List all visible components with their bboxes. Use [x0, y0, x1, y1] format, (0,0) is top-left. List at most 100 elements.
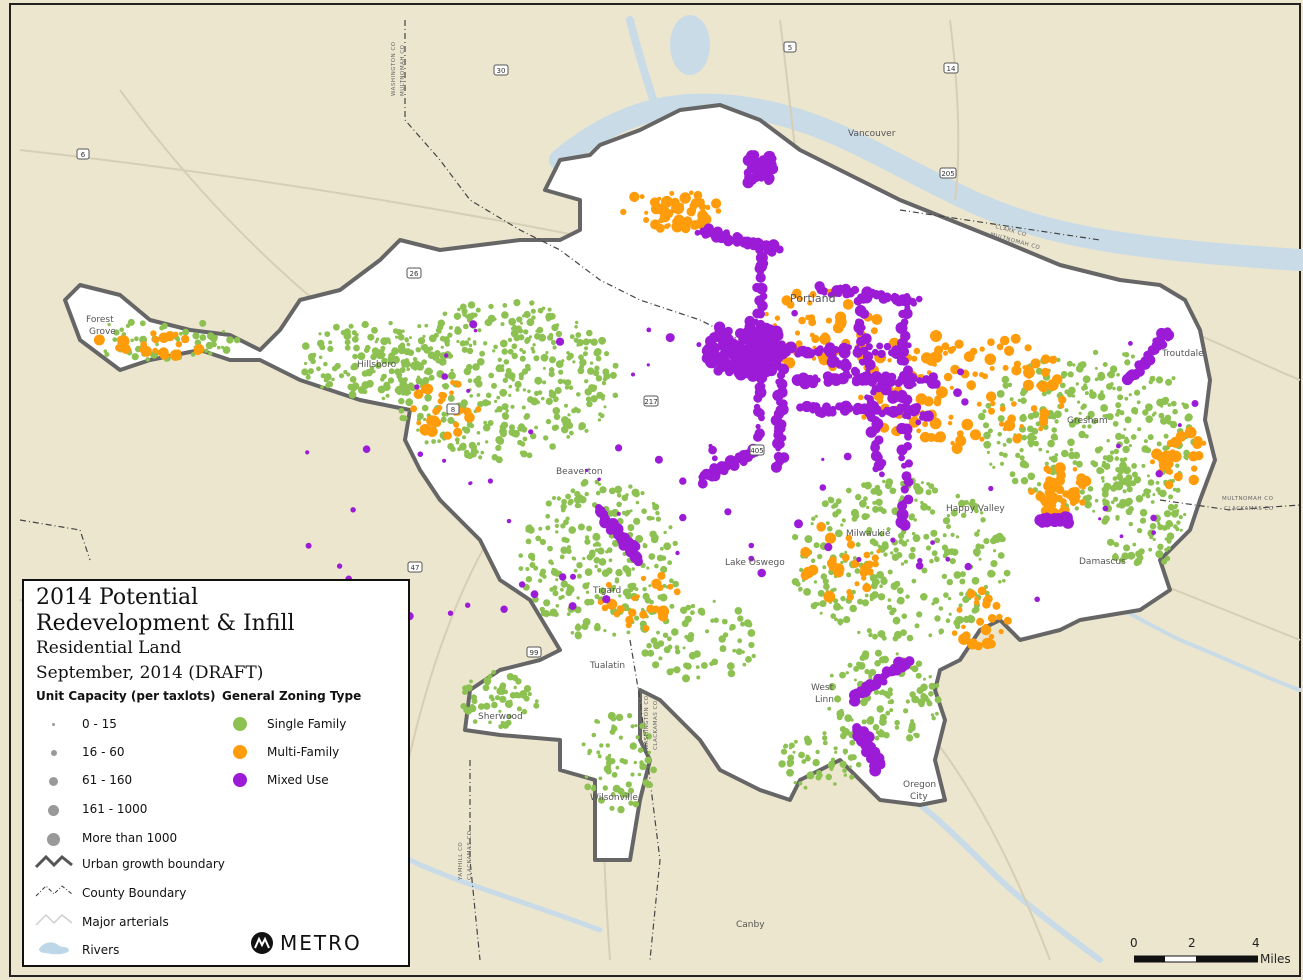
parcel-dot: [318, 332, 322, 336]
parcel-dot: [560, 503, 567, 510]
parcel-dot: [609, 729, 616, 735]
parcel-dot: [1024, 344, 1032, 352]
parcel-dot: [548, 367, 555, 373]
parcel-dot: [512, 330, 517, 335]
parcel-dot: [828, 496, 833, 501]
parcel-dot: [686, 634, 694, 643]
parcel-dot: [729, 671, 733, 675]
parcel-dot: [1046, 477, 1059, 489]
parcel-dot: [594, 564, 598, 569]
parcel-dot: [646, 566, 650, 570]
parcel-dot: [601, 396, 605, 401]
parcel-dot: [506, 518, 512, 524]
parcel-dot: [1167, 503, 1175, 511]
parcel-dot: [791, 578, 800, 586]
parcel-dot: [679, 203, 684, 208]
parcel-dot: [752, 308, 763, 319]
parcel-dot: [1155, 480, 1160, 485]
parcel-dot: [846, 572, 852, 578]
parcel-dot: [684, 662, 692, 670]
parcel-dot: [572, 360, 576, 364]
parcel-dot: [1128, 444, 1132, 448]
parcel-dot: [500, 605, 508, 613]
parcel-dot: [879, 471, 885, 478]
shield-14: 14: [943, 62, 959, 74]
parcel-dot: [948, 414, 954, 420]
parcel-dot: [755, 272, 766, 283]
parcel-dot: [856, 661, 862, 667]
parcel-dot: [485, 680, 491, 686]
parcel-dot: [775, 245, 784, 254]
parcel-dot: [863, 551, 871, 559]
parcel-dot: [635, 500, 640, 505]
parcel-dot: [915, 393, 928, 405]
parcel-dot: [1066, 360, 1073, 367]
parcel-dot: [443, 337, 450, 344]
parcel-dot: [409, 336, 412, 340]
parcel-dot: [543, 599, 551, 607]
parcel-dot: [853, 665, 860, 672]
parcel-dot: [732, 648, 737, 653]
label-sherwood: Sherwood: [478, 712, 523, 722]
county-clack-yam: CLACKAMAS CO: [467, 830, 473, 880]
parcel-dot: [656, 584, 664, 592]
parcel-dot: [798, 588, 802, 592]
scale-tick-0: 0: [1130, 936, 1138, 950]
parcel-dot: [1098, 517, 1102, 521]
parcel-dot: [817, 589, 825, 597]
parcel-dot: [555, 360, 564, 368]
parcel-dot: [1084, 391, 1089, 396]
parcel-dot: [822, 578, 829, 585]
parcel-dot: [680, 606, 688, 614]
parcel-dot: [527, 691, 532, 697]
parcel-dot: [844, 714, 853, 722]
parcel-dot: [406, 342, 411, 347]
parcel-dot: [915, 660, 923, 667]
parcel-dot: [597, 599, 604, 605]
parcel-dot: [896, 552, 903, 559]
parcel-dot: [663, 633, 669, 638]
parcel-dot: [1019, 455, 1025, 461]
parcel-dot: [630, 772, 635, 777]
parcel-dot: [423, 417, 427, 422]
parcel-dot: [607, 510, 614, 517]
parcel-dot: [327, 345, 334, 352]
parcel-dot: [1009, 397, 1014, 402]
parcel-dot: [640, 491, 645, 496]
legend-zoning-2: Mixed Use: [267, 773, 329, 787]
parcel-dot: [898, 309, 907, 319]
parcel-dot: [447, 610, 454, 616]
parcel-dot: [424, 323, 429, 328]
parcel-dot: [822, 371, 833, 382]
parcel-dot: [634, 724, 638, 728]
parcel-dot: [419, 425, 426, 432]
legend-title-line2: Redevelopment & Infill: [36, 611, 295, 636]
parcel-dot: [502, 377, 508, 383]
label-canby: Canby: [736, 920, 765, 930]
parcel-dot: [1081, 403, 1087, 409]
parcel-dot: [758, 414, 765, 422]
parcel-dot: [518, 566, 524, 571]
parcel-dot: [498, 709, 502, 713]
parcel-dot: [634, 587, 639, 592]
parcel-dot: [815, 346, 824, 355]
parcel-dot: [514, 380, 522, 389]
parcel-dot: [1102, 460, 1107, 465]
parcel-dot: [564, 385, 570, 390]
parcel-dot: [595, 490, 601, 496]
parcel-dot: [607, 753, 612, 758]
parcel-dot: [503, 359, 510, 365]
parcel-dot: [987, 428, 993, 434]
parcel-dot: [1165, 378, 1173, 386]
parcel-dot: [519, 348, 524, 352]
parcel-dot: [1078, 411, 1082, 415]
parcel-dot: [887, 569, 893, 575]
parcel-dot: [577, 523, 585, 531]
parcel-dot: [1092, 509, 1096, 513]
parcel-dot: [1142, 409, 1149, 416]
parcel-dot: [1118, 501, 1126, 509]
parcel-dot: [821, 290, 828, 296]
parcel-dot: [816, 522, 826, 532]
parcel-dot: [1015, 452, 1021, 458]
